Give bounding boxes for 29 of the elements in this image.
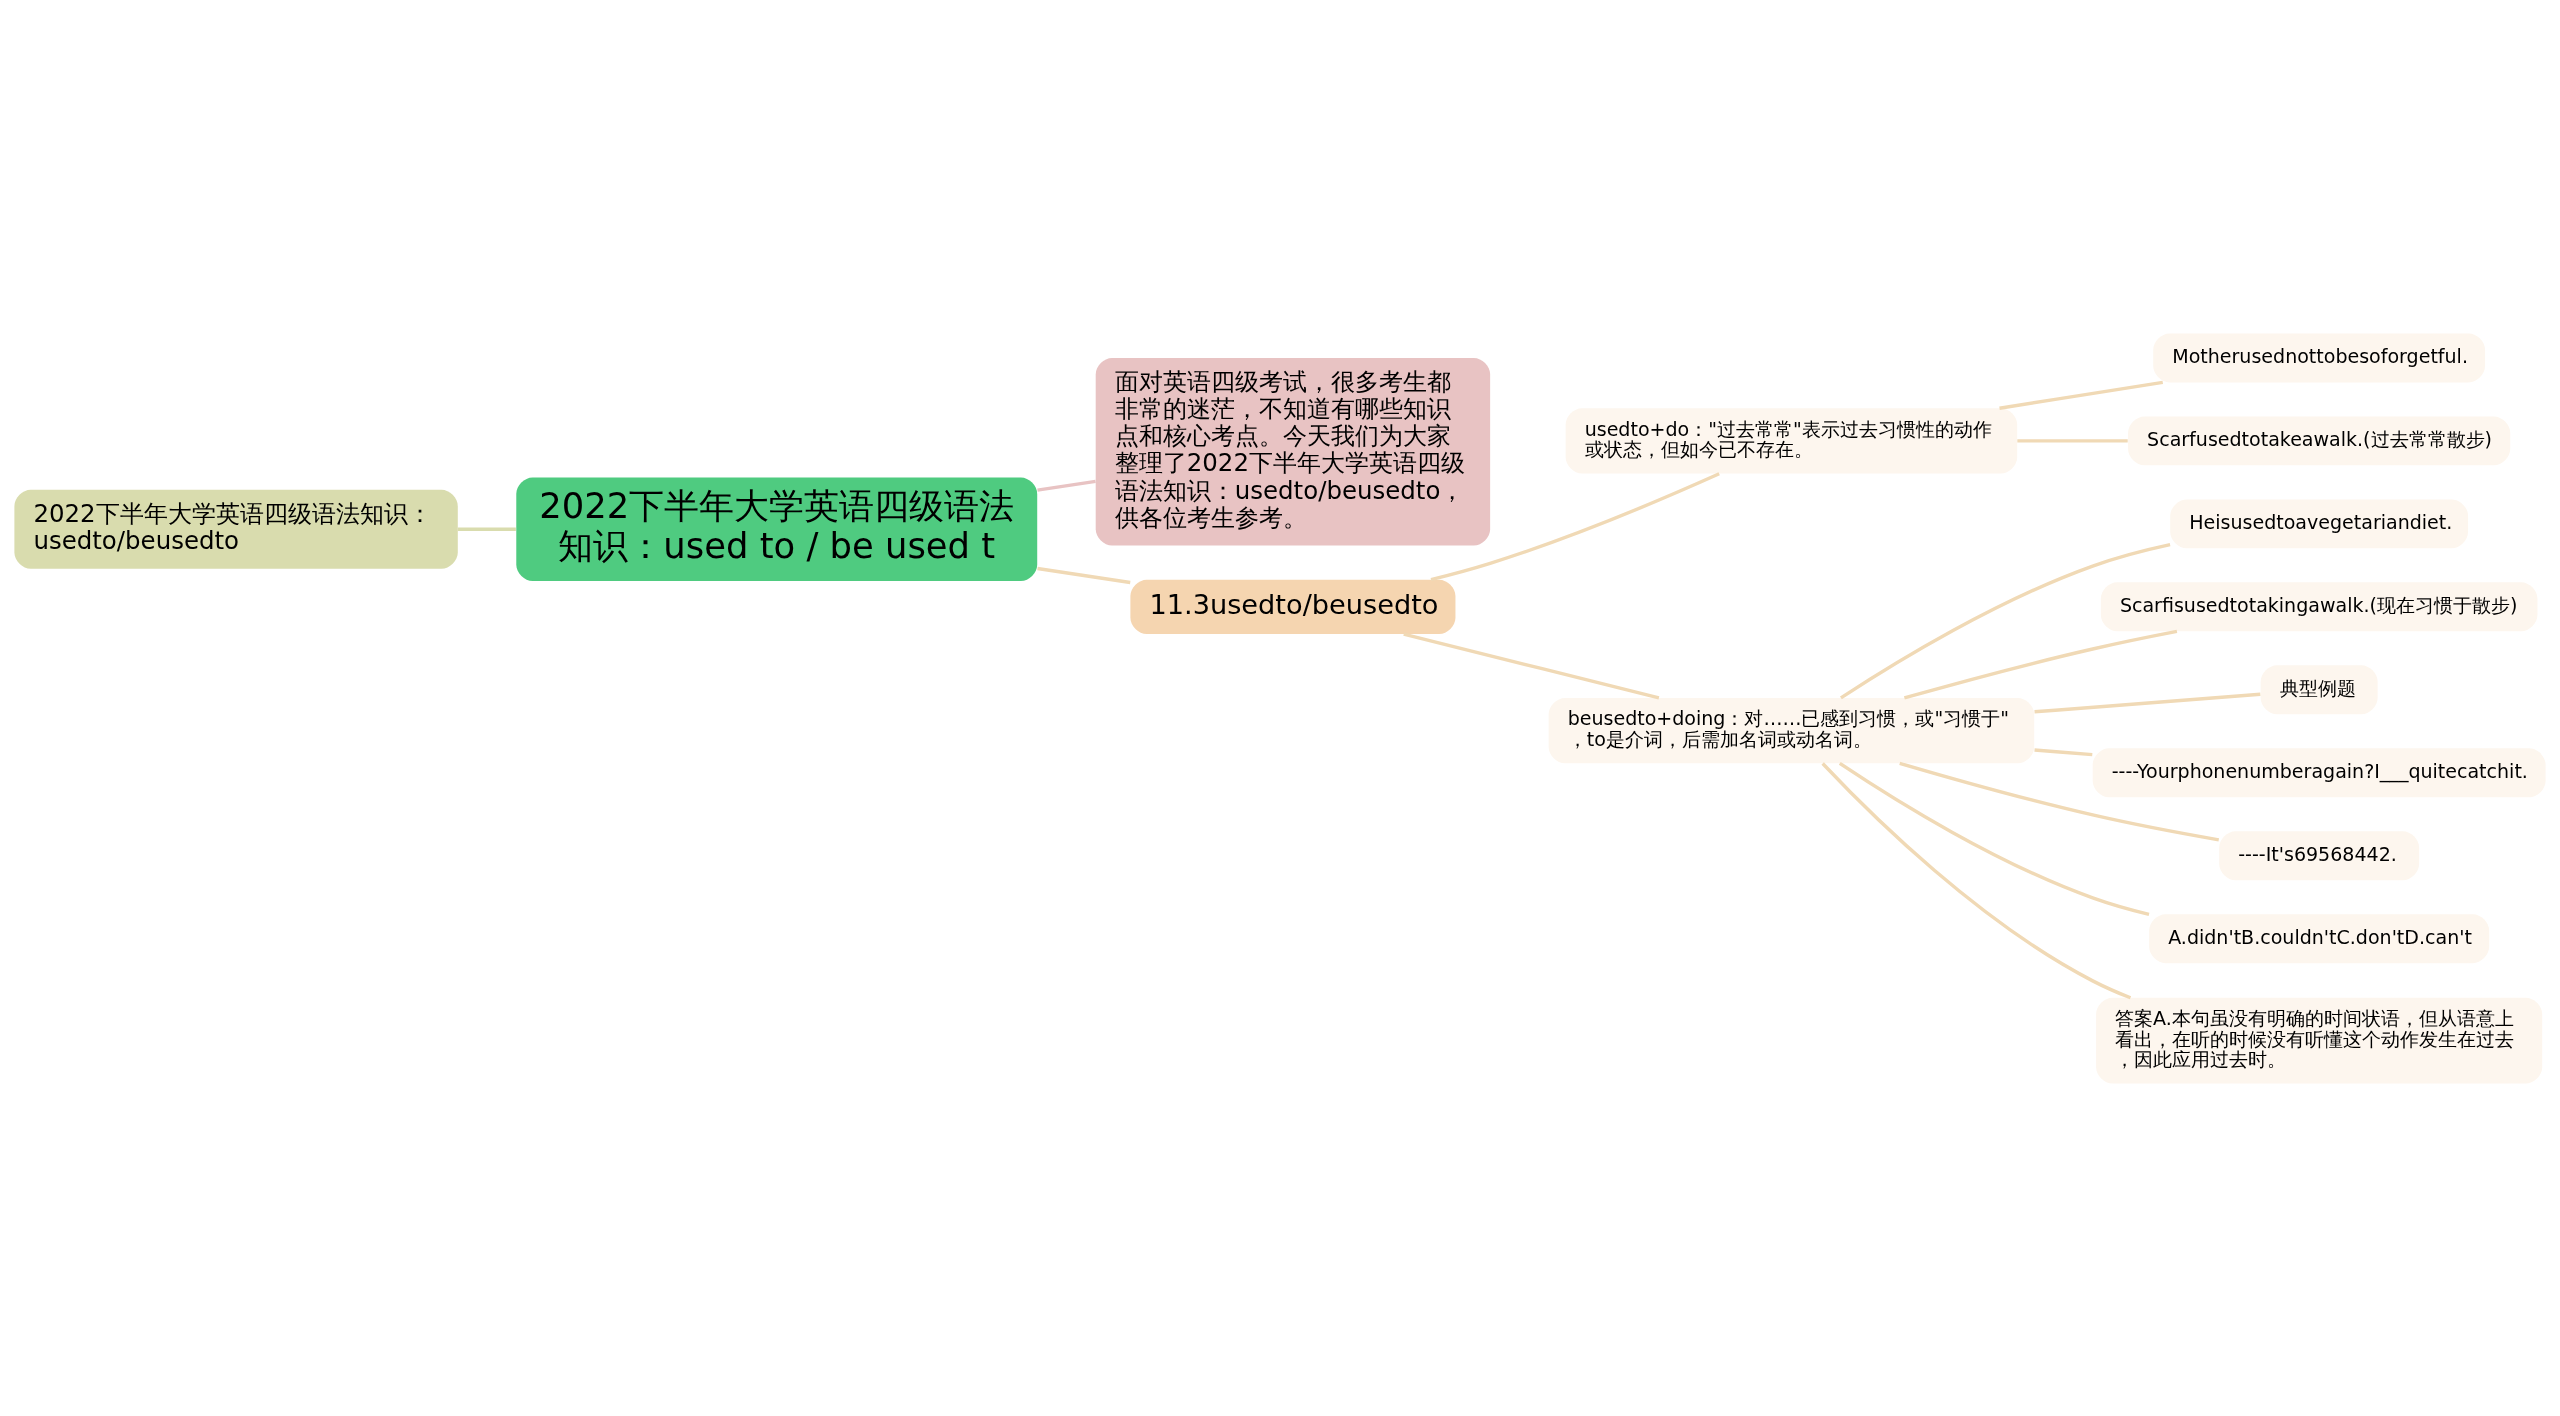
connector	[1037, 566, 1131, 584]
connector	[2034, 747, 2093, 756]
connector	[2017, 438, 2128, 443]
node-box: 面对英语四级考试，很多考生都非常的迷茫，不知道有哪些知识点和核心考点。今天我们为大家整理了2022下半年大学英语四级语法知识：usedto/beusedto，供各位考生参考。	[1095, 357, 1491, 546]
node-box: 答案A.本句虽没有明确的时间状语，但从语意上看出，在听的时候没有听懂这个动作发生在过去，因此应用过去时。	[2096, 997, 2543, 1084]
node-box: usedto+do："过去常常"表示过去习惯性的动作或状态，但如今已不存在。	[1565, 407, 2018, 474]
node-box: Motherusednottobesoforgetful.	[2153, 332, 2486, 382]
node-box: Heisusedtoavegetariandiet.	[2170, 498, 2469, 548]
connector	[1430, 471, 1720, 581]
connector	[2034, 692, 2261, 713]
node-box: ----Yourphonenumberagain?I___quitecatchit.	[2092, 747, 2546, 797]
node-box: Scarfisusedtotakingawalk.(现在习惯于散步)	[2100, 581, 2538, 631]
connector	[1037, 479, 1096, 492]
node-box: beusedto+doing：对……已感到习惯，或"习惯于"，to是介词，后需加名词或动名词。	[1548, 697, 2035, 763]
node-box: 11.3usedto/beusedto	[1130, 579, 1456, 634]
connector	[457, 527, 516, 531]
node-box: ----It's69568442.	[2219, 830, 2420, 880]
connector	[1999, 380, 2164, 410]
node-box: 2022下半年大学英语四级语法知识：used to / be used t	[516, 477, 1038, 581]
node-box: 2022下半年大学英语四级语法知识：usedto/beusedto	[14, 489, 458, 569]
node-box: Scarfusedtotakeawalk.(过去常常散步)	[2128, 415, 2511, 465]
connector	[1821, 761, 2132, 999]
connector	[1838, 761, 2150, 916]
connector	[1903, 629, 2178, 700]
connector	[1899, 761, 2220, 842]
connector	[1403, 632, 1660, 699]
node-box: A.didn'tB.couldn'tC.don'tD.can't	[2149, 913, 2490, 963]
connector	[1840, 542, 2171, 699]
node-box: 典型例题	[2260, 664, 2378, 714]
